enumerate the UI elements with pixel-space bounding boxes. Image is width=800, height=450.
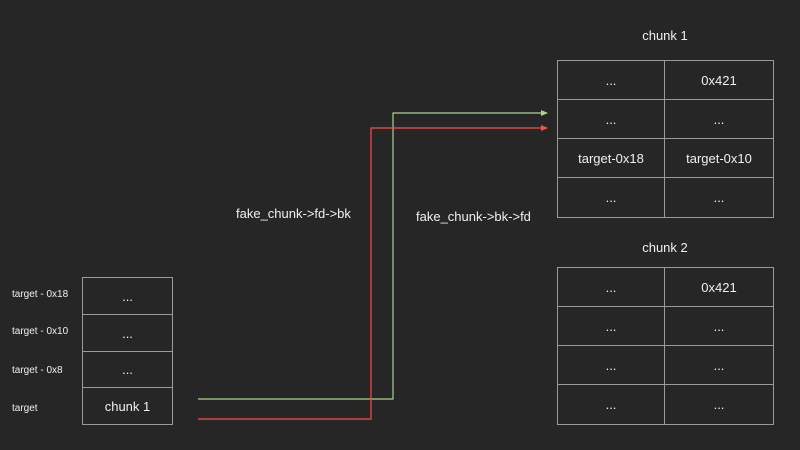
stack-row-label: target	[12, 403, 38, 414]
chunk1-cell: ...	[558, 61, 665, 100]
chunk1-cell: target-0x18	[558, 139, 665, 178]
chunk2-cell: ...	[665, 385, 773, 424]
stack-cell: chunk 1	[83, 388, 172, 424]
chunk1-cell: ...	[665, 178, 773, 217]
chunk2-cell: ...	[558, 307, 665, 346]
chunk1-table: ... 0x421 ... ... target-0x18 target-0x1…	[557, 60, 774, 218]
chunk2-cell: ...	[558, 268, 665, 307]
stack-row-label: target - 0x8	[12, 365, 63, 376]
chunk2-cell: ...	[558, 385, 665, 424]
chunk2-cell: 0x421	[665, 268, 773, 307]
chunk1-cell: ...	[665, 100, 773, 139]
bk-fd-label: fake_chunk->bk->fd	[416, 209, 531, 224]
chunk2-table: ... 0x421 ... ... ... ... ... ...	[557, 267, 774, 425]
chunk2-cell: ...	[665, 307, 773, 346]
chunk1-cell: ...	[558, 178, 665, 217]
green-pointer-arrow	[198, 110, 548, 400]
stack-row-label: target - 0x18	[12, 289, 69, 300]
chunk2-title: chunk 2	[642, 240, 688, 255]
stack-cell: ...	[83, 352, 172, 388]
chunk1-title: chunk 1	[642, 28, 688, 43]
stack-cell: ...	[83, 278, 172, 315]
chunk2-cell: ...	[665, 346, 773, 385]
red-pointer-arrow	[198, 125, 548, 420]
chunk1-cell: target-0x10	[665, 139, 773, 178]
stack-cell: ...	[83, 315, 172, 352]
target-stack-table: ... ... ... chunk 1	[82, 277, 173, 425]
fd-bk-label: fake_chunk->fd->bk	[236, 206, 351, 221]
chunk1-cell: ...	[558, 100, 665, 139]
chunk2-cell: ...	[558, 346, 665, 385]
stack-row-label: target - 0x10	[12, 326, 69, 337]
chunk1-cell: 0x421	[665, 61, 773, 100]
